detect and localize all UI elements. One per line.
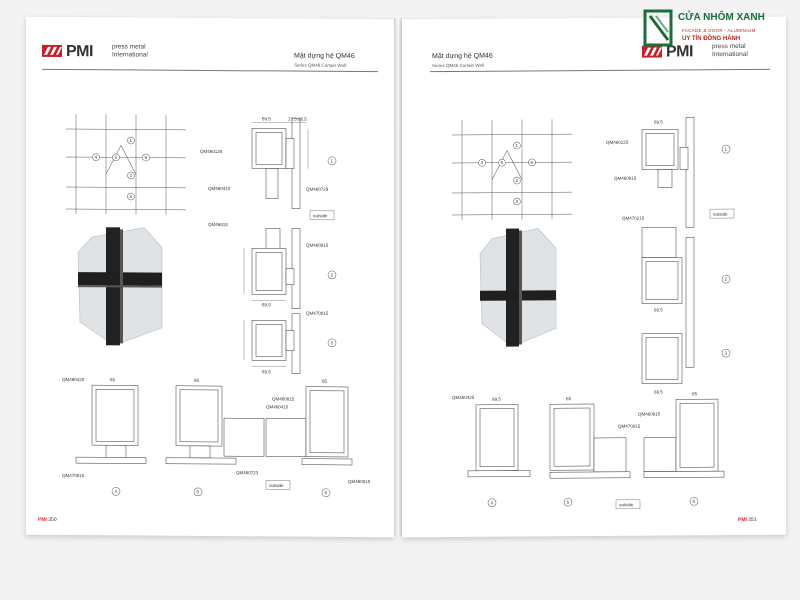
detail-marker-4: 4 — [115, 489, 118, 494]
page-footer: PMI 351 — [738, 517, 757, 523]
grid-marker-5: 5 — [501, 160, 504, 165]
code-label: QM460410 — [208, 186, 231, 191]
grid-marker-1: 1 — [130, 138, 133, 143]
code-label: QM460125 — [200, 149, 223, 154]
outside-label: outside — [269, 483, 284, 488]
grid-marker-5: 5 — [115, 155, 118, 160]
section-marker-3: 3 — [331, 340, 334, 345]
grid-marker-2: 2 — [516, 178, 519, 183]
section-marker-2: 2 — [331, 272, 334, 277]
outside-label: outside — [313, 213, 328, 218]
code-label: QM460425 — [62, 377, 85, 382]
code-label: QM460425 — [452, 395, 475, 400]
dimension-label: 69.5 — [262, 369, 271, 374]
dimension-label: 69.5 — [262, 116, 271, 121]
section-marker-3: 3 — [725, 351, 728, 356]
elevation-grid-diagram: 1 2 3 4 5 6 — [452, 119, 572, 220]
code-label: QM460723 — [236, 470, 259, 475]
grid-marker-3: 3 — [516, 199, 519, 204]
page-number: 351 — [748, 516, 757, 523]
code-label: QM460815 — [638, 412, 661, 417]
dimension-label: 17.5 — [288, 117, 297, 122]
detail-marker-6: 6 — [325, 490, 328, 495]
page-number: 350 — [48, 516, 57, 523]
grid-marker-4: 4 — [481, 160, 484, 165]
elevation-grid-diagram: 1 2 3 4 5 6 — [66, 114, 186, 215]
header-rule — [430, 68, 770, 73]
code-label: QM470215 — [622, 216, 645, 221]
book-gutter — [394, 18, 402, 536]
left-catalog-page: PMI press metal International Mặt dựng h… — [26, 16, 394, 538]
detail-marker-4: 4 — [491, 500, 494, 505]
curtain-wall-3d-illustration — [479, 228, 557, 347]
page-title: Mặt dựng hệ QM46 — [432, 52, 493, 61]
vertical-section-drawings: 1 2 3 QM460125 QM460410 QM460729 QM46815… — [200, 116, 337, 374]
pmi-line2: International — [112, 51, 148, 59]
header-rule — [42, 68, 378, 73]
outside-label: outside — [619, 502, 634, 507]
detail-marker-5: 5 — [197, 489, 200, 494]
dimension-label: 65 — [110, 377, 116, 382]
code-label: QM46815 — [208, 222, 228, 227]
pmi-logo-icon — [642, 45, 662, 58]
code-label: QM470815 — [618, 424, 641, 429]
code-label: QM460125 — [606, 140, 629, 145]
code-label: QM470815 — [306, 311, 329, 316]
code-label: QM460815 — [306, 243, 329, 248]
detail-marker-5: 5 — [567, 500, 570, 505]
dimension-label: 65 — [322, 379, 328, 384]
brand-slogan: UY TÍN ĐỒNG HÀNH — [682, 36, 741, 42]
dimension-label: 69.5 — [654, 308, 663, 313]
page-footer: PMI 350 — [38, 517, 57, 523]
vertical-section-drawings: 1 2 3 QM460125 QM460815 QM470215 outside… — [606, 117, 735, 395]
dimension-label: 89.5 — [492, 397, 501, 402]
right-catalog-page: Mặt dựng hệ QM46 Series QM46 Curtain Wal… — [402, 16, 786, 538]
grid-marker-3: 3 — [130, 194, 133, 199]
footer-brand: PMI — [38, 516, 47, 523]
code-label: QM460815 — [614, 176, 637, 181]
pmi-logo-icon — [42, 44, 62, 57]
grid-marker-6: 6 — [145, 155, 148, 160]
footer-brand: PMI — [738, 516, 747, 523]
grid-marker-4: 4 — [95, 155, 98, 160]
dimension-label: 65 — [692, 391, 698, 396]
horizontal-section-drawings: 4 5 6 QM460425 QM460815 QM470815 89.5 65… — [452, 391, 725, 510]
grid-marker-2: 2 — [130, 173, 133, 178]
pmi-wordmark: PMI — [66, 42, 93, 61]
code-label: QM470815 — [62, 473, 85, 478]
section-marker-1: 1 — [725, 147, 728, 152]
code-label: QM460815 — [272, 396, 295, 401]
door-logo-icon — [643, 9, 673, 47]
brand-tagline: FACADE & DOOR - ALUMINIUM — [682, 28, 756, 33]
dimension-label: 65 — [194, 378, 200, 383]
section-marker-2: 2 — [725, 277, 728, 282]
brand-name: CỬA NHÔM XANH — [678, 12, 765, 23]
dimension-label: 69.5 — [654, 120, 663, 125]
code-label: QM460815 — [348, 479, 371, 484]
grid-marker-1: 1 — [516, 143, 519, 148]
horizontal-section-drawings: 4 5 6 QM460425 QM470815 QM460723 QM46081… — [62, 377, 371, 498]
grid-marker-6: 6 — [531, 160, 534, 165]
cua-nhom-xanh-watermark: CỬA NHÔM XANH FACADE & DOOR - ALUMINIUM … — [642, 8, 792, 58]
dimension-label: 69.5 — [654, 390, 663, 395]
code-label: QM460729 — [306, 187, 329, 192]
dimension-label: 69.5 — [262, 302, 271, 307]
pmi-line1: press metal — [112, 43, 146, 51]
page-title: Mặt dựng hệ QM46 — [294, 52, 355, 61]
page-subtitle: Series QM46 Curtain Wall — [294, 62, 346, 68]
section-marker-1: 1 — [331, 158, 334, 163]
page-subtitle: Series QM46 Curtain Wall — [432, 62, 484, 69]
curtain-wall-3d-illustration — [77, 227, 163, 346]
code-label: QM460410 — [266, 404, 289, 409]
detail-marker-6: 6 — [693, 499, 696, 504]
pmi-tagline: press metal International — [112, 43, 148, 59]
dimension-label: 65 — [566, 396, 572, 401]
outside-label: outside — [713, 212, 728, 217]
dimension-label: 26.5 — [298, 117, 307, 122]
